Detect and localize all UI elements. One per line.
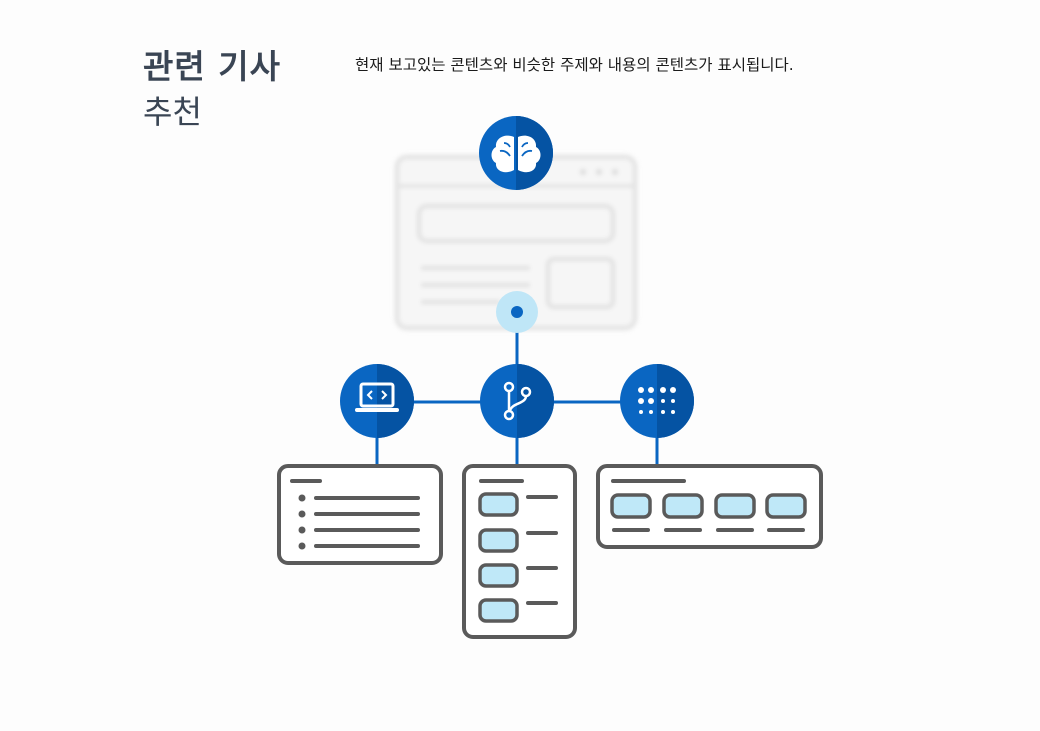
title-block: 관련 기사 추천 xyxy=(143,44,281,134)
page-subtitle: 추천 xyxy=(143,93,202,131)
description-text: 현재 보고있는 콘텐츠와 비슷한 주제와 내용의 콘텐츠가 표시됩니다. xyxy=(355,56,794,74)
list-layout-card xyxy=(277,464,443,565)
horizontal-card-layout xyxy=(596,464,823,549)
dot-grid-icon xyxy=(620,364,694,438)
vertical-card-layout xyxy=(462,464,577,639)
page-title: 관련 기사 xyxy=(143,47,281,86)
source-node-dot xyxy=(496,291,538,333)
brain-icon xyxy=(479,116,553,190)
git-branch-icon xyxy=(480,364,554,438)
laptop-code-icon xyxy=(340,364,414,438)
